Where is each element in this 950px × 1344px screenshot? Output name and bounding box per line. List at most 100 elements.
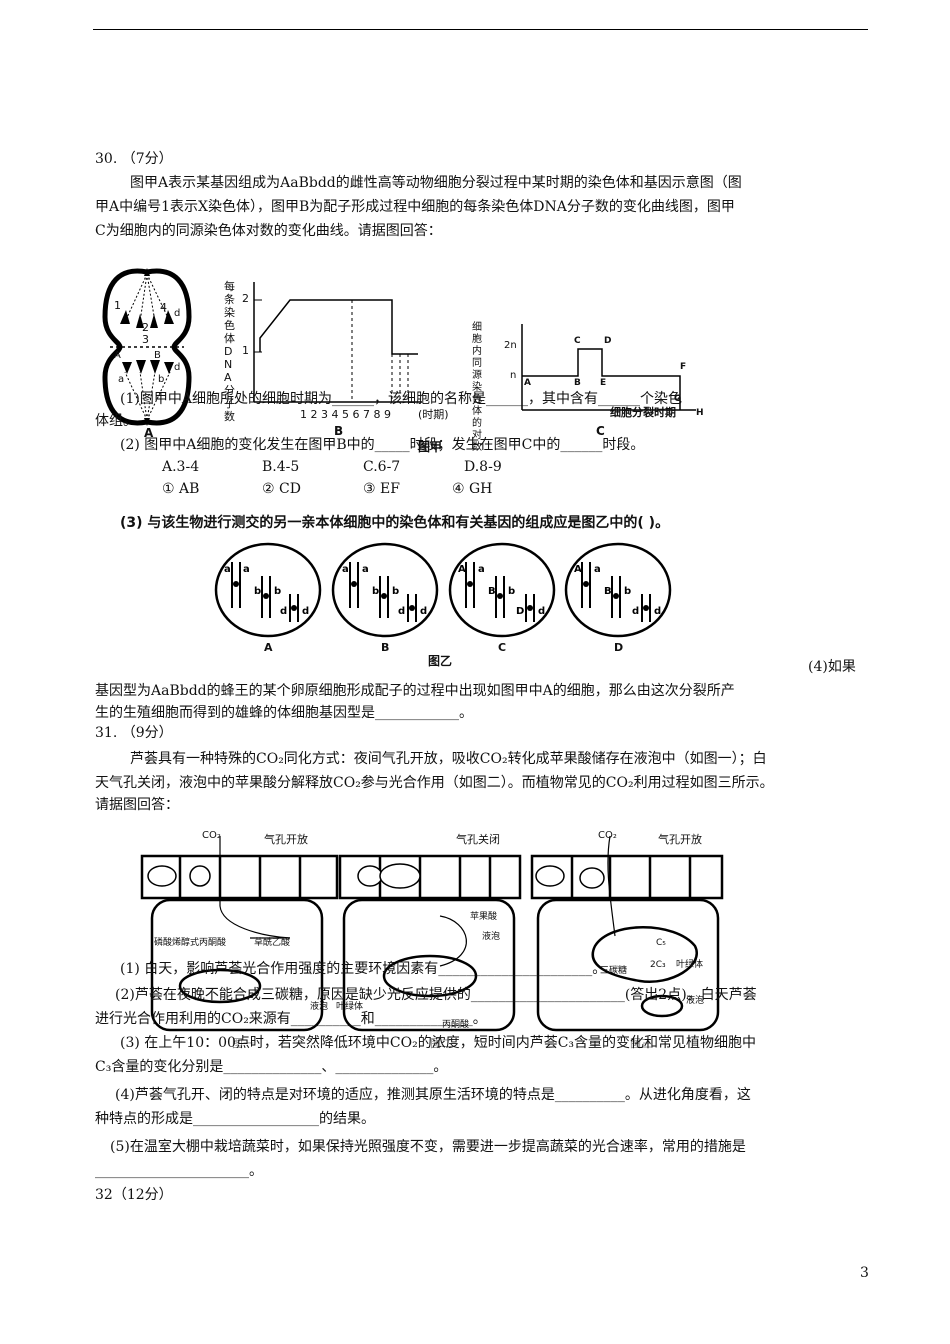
svg-text:a: a [342, 564, 349, 575]
fig-a-label-B: B [154, 350, 161, 361]
svg-text:a: a [362, 564, 369, 575]
svg-text:a: a [224, 564, 231, 575]
fig-b-ylabel: 每条染色体DNA分子数 [224, 280, 235, 423]
fig-b-xtick: 4 [331, 408, 339, 421]
fig31-2-pyruvate: 丙酮酸 [442, 1020, 470, 1030]
fig-a-label-b: b [158, 374, 165, 385]
fig31-1-caption: 图一 [232, 1037, 254, 1050]
svg-text:d: d [302, 606, 309, 617]
q30-3-line: (3) 与该生物进行测交的另一亲本体细胞中的染色体和有关基因的组成应是图乙中的(… [120, 515, 670, 531]
fig31-2-caption: 图二 [430, 1037, 452, 1050]
figure-jia-a: 1 2 3 4 A B d a b d A [100, 262, 195, 440]
fig-c-point-C: C [574, 336, 581, 346]
q31-1: (1) 白天，影响芦荟光合作用强度的主要环境因素有_______________… [120, 961, 607, 977]
q31-intro-2: 天气孔关闭，液泡中的苹果酸分解释放CO₂参与光合作用（如图二）。而植物常见的CO… [95, 775, 774, 791]
q31-intro-3: 请据图回答： [95, 797, 179, 813]
fig-yi-label-C: C [498, 641, 507, 654]
fig-b-xtick: 8 [373, 408, 381, 421]
fig-c-ytick-n: n [510, 370, 517, 381]
fig31-3-caption: 图三 [630, 1037, 652, 1050]
svg-text:b: b [372, 586, 379, 597]
fig-a-label-A: A [114, 350, 121, 361]
svg-text:d: d [398, 606, 405, 617]
fig31-3-c5: C₅ [656, 938, 666, 948]
fig31-3-triose: 三碳糖 [600, 966, 628, 976]
figure-jia-b: 每条染色体DNA分子数 2 1 1 2 3 4 5 6 7 8 9 (时期) B… [222, 280, 449, 454]
fig-yi-label-D: D [614, 641, 624, 654]
svg-text:B: B [604, 586, 612, 597]
fig-c-point-G: G [674, 394, 682, 404]
fig31-3-chloro: 叶绿体 [676, 960, 704, 970]
fig-a-label-d: d [174, 308, 181, 319]
fig-b-xtick: 9 [384, 408, 391, 421]
option: A.3-4 [162, 459, 200, 475]
q31-intro-1: 芦荟具有一种特殊的CO₂同化方式：夜间气孔开放，吸收CO₂转化成苹果酸储存在液泡… [130, 751, 767, 767]
q30-intro-1: 图甲A表示某基因组成为AaBbdd的雌性高等动物细胞分裂过程中某时期的染色体和基… [130, 175, 742, 191]
fig-c-point-F: F [680, 362, 687, 372]
fig31-2-malate: 苹果酸 [470, 912, 498, 922]
option: ③ EF [363, 481, 400, 497]
svg-text:d: d [280, 606, 287, 617]
fig-a-label-1: 1 [114, 299, 121, 312]
top-rule [93, 29, 868, 30]
q30-4-line1: 基因型为AaBbdd的蜂王的某个卵原细胞形成配子的过程中出现如图甲中A的细胞，那… [95, 683, 735, 699]
fig-yi-label-A: A [264, 641, 273, 654]
svg-text:A: A [458, 564, 466, 575]
fig-b-xtick: 2 [310, 408, 318, 421]
figure-31: 气孔开放 CO₂ 磷酸烯醇式丙酮酸 草酰乙酸 液泡 叶绿体 图一 气孔关闭 苹果… [140, 826, 740, 1050]
svg-text:b: b [508, 586, 515, 597]
fig-a-label-a: a [118, 374, 125, 385]
q31-2-line1: (2)芦荟在夜晚不能合成三碳糖，原因是缺少光反应提供的_____________… [115, 987, 757, 1003]
q31-4-line1: (4)芦荟气孔开、闭的特点是对环境的适应，推测其原生活环境的特点是_______… [115, 1087, 751, 1103]
fig31-1-stoma: 气孔开放 [264, 833, 308, 846]
option: C.6-7 [363, 459, 401, 475]
fig-b-xtick: 7 [363, 408, 370, 421]
q30-4-tail: (4)如果 [808, 659, 856, 675]
fig-a-label-d2: d [174, 362, 181, 373]
fig-c-ylabel: 细胞内同源染色体的对数 [472, 322, 482, 453]
q32-header: 32（12分） [95, 1187, 173, 1203]
fig31-2-vacuole: 液泡 [482, 932, 501, 942]
fig-c-point-D: D [604, 336, 612, 346]
fig31-1-pep: 磷酸烯醇式丙酮酸 [154, 938, 227, 948]
q31-3-line1: (3) 在上午10：00点时，若突然降低环境中CO₂的浓度，短时间内芦荟C₃含量… [120, 1035, 757, 1051]
q31-header: 31. （9分） [95, 725, 173, 741]
svg-text:A: A [574, 564, 582, 575]
fig-b-xtick: 1 [300, 408, 307, 421]
fig-c-point-E: E [600, 378, 607, 388]
fig-c-point-A: A [524, 378, 531, 388]
fig-b-xtick: 6 [352, 408, 360, 421]
svg-text:d: d [654, 606, 661, 617]
option: ① AB [162, 481, 200, 497]
fig31-1-co2: CO₂ [202, 830, 221, 841]
fig-b-caption: B [334, 424, 344, 438]
q30-4-line2: 生的生殖细胞而得到的雄蜂的体细胞基因型是____________。 [95, 705, 473, 721]
fig-a-label-4: 4 [160, 301, 167, 314]
q30-1-line2: 体组。 [95, 413, 137, 429]
q30-1-line1: (1)图甲中A细胞所处的细胞时期为______，该细胞的名称是______，其中… [120, 391, 682, 407]
svg-text:d: d [632, 606, 639, 617]
q31-4-line2: 种特点的形成是__________________的结果。 [95, 1111, 375, 1127]
fig-a-label-3: 3 [142, 333, 149, 346]
fig31-1-vacuole: 液泡 [310, 1002, 329, 1012]
q31-2-line2: 进行光合作用利用的CO₂来源有__________和______________… [95, 1011, 487, 1027]
fig31-3-stoma: 气孔开放 [658, 833, 702, 846]
fig-c-point-B: B [574, 378, 581, 388]
svg-text:a: a [478, 564, 485, 575]
q30-header: 30. （7分） [95, 151, 173, 167]
option: D.8-9 [464, 459, 502, 475]
svg-text:D: D [516, 606, 524, 617]
fig-c-caption: C [596, 424, 605, 438]
q31-5-line1: (5)在温室大棚中栽培蔬菜时，如果保持光照强度不变，需要进一步提高蔬菜的光合速率… [110, 1139, 746, 1155]
fig31-3-c3: 2C₃ [650, 960, 666, 970]
fig-b-xtick: 3 [321, 408, 328, 421]
fig-jia-title: 图甲 [418, 440, 443, 454]
svg-text:d: d [538, 606, 545, 617]
svg-text:d: d [420, 606, 427, 617]
q31-3-line2: C₃含量的变化分别是______________、______________。 [95, 1059, 448, 1075]
svg-text:a: a [594, 564, 601, 575]
svg-text:b: b [624, 586, 631, 597]
q30-intro-3: C为细胞内的同源染色体对数的变化曲线。请据图回答： [95, 223, 442, 239]
fig-c-point-H: H [696, 408, 704, 418]
